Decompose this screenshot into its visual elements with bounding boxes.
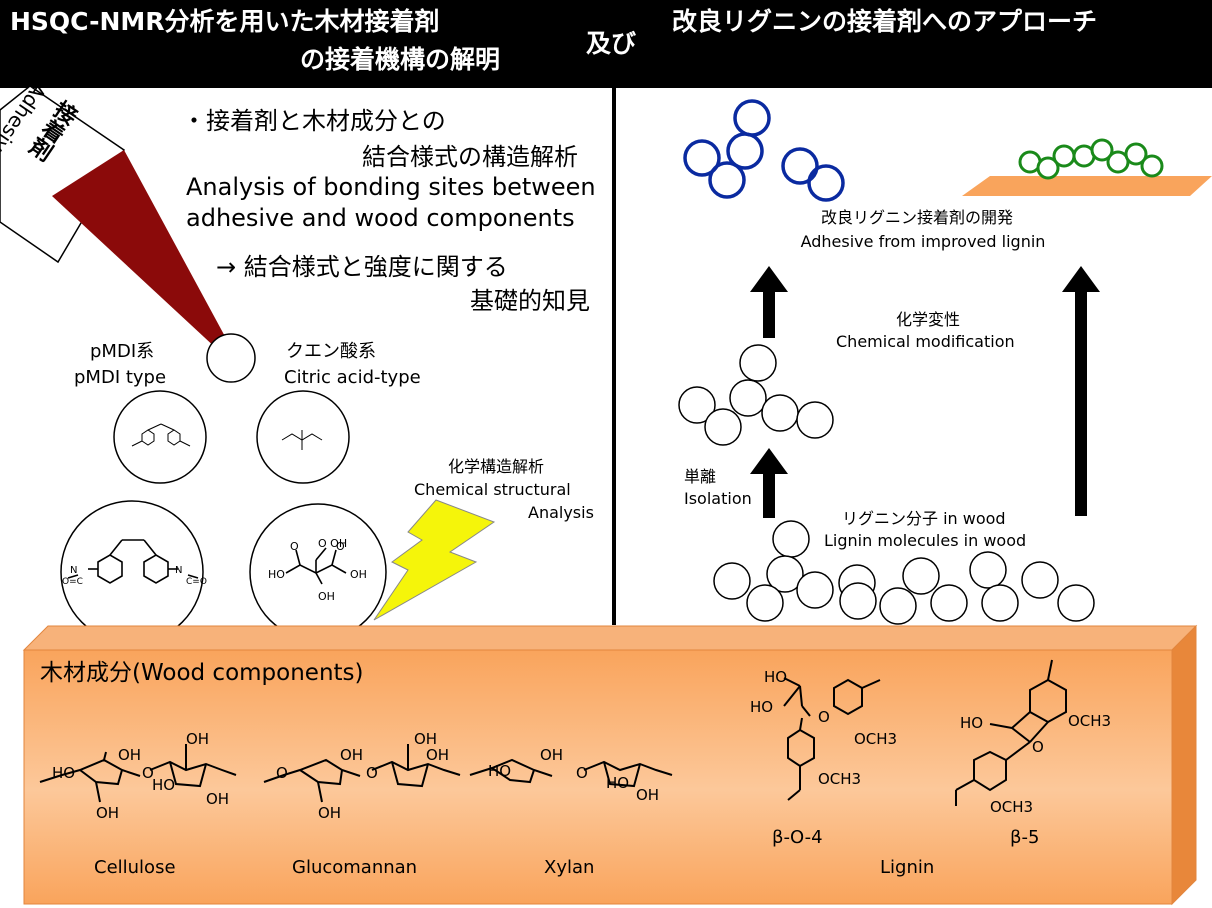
- pmdi-n-left: N: [70, 565, 77, 576]
- result-ja-line1: → 結合様式と強度に関する: [216, 253, 508, 281]
- lignin-bo4-ho-2: HO: [750, 698, 773, 716]
- pmdi-small-circle: [113, 390, 207, 484]
- cellulose-structure: [39, 744, 237, 803]
- lignin-bo4-o: O: [818, 708, 830, 726]
- lignin-bo4-ho-1: HO: [764, 668, 787, 686]
- pmdi-label-ja: pMDI系: [90, 341, 155, 362]
- lignin-bo4-structure: [783, 677, 881, 801]
- component-xylan: Xylan: [544, 857, 595, 878]
- citric-oh-bottom: OH: [318, 590, 335, 603]
- pmdi-large-structure: [67, 539, 199, 584]
- orange-plate: [962, 176, 1212, 196]
- analysis-label-en1: Chemical structural: [414, 480, 571, 499]
- wood-box-title: 木材成分(Wood components): [40, 660, 364, 686]
- lignin-bo4-och3-2: OCH3: [818, 770, 861, 788]
- pmdi-small-structure: [131, 423, 191, 447]
- modification-label-en: Chemical modification: [836, 332, 1015, 351]
- improved-label-ja: 改良リグニン接着剤の開発: [820, 208, 1013, 227]
- blue-circle-cluster: [683, 99, 845, 202]
- bullet-ja-line1: ・接着剤と木材成分との: [182, 107, 446, 135]
- title-left-line2: の接着機構の解明: [300, 45, 501, 74]
- title-left-line1: HSQC-NMR分析を用いた木材接着剤: [10, 7, 440, 36]
- citric-oh-top: O OH: [318, 537, 347, 550]
- wood-box-top: [22, 625, 1198, 651]
- component-lignin: Lignin: [880, 857, 935, 878]
- glucomannan-oh-3: OH: [426, 746, 449, 764]
- citric-o-left: O: [290, 540, 299, 553]
- xylan-ho: HO: [488, 762, 511, 780]
- component-cellulose: Cellulose: [94, 857, 176, 878]
- xylan-structure: [469, 758, 673, 788]
- analysis-label-en2: Analysis: [528, 503, 594, 522]
- lignin-b5-ho: HO: [960, 714, 983, 732]
- citric-ho-left: HO: [268, 568, 285, 581]
- glucomannan-oh-2: OH: [414, 730, 437, 748]
- citric-small-circle: [256, 390, 350, 484]
- lignin-label-en: Lignin molecules in wood: [824, 531, 1027, 550]
- lignin-label-ja: リグニン分子 in wood: [842, 509, 1006, 528]
- title-and: 及び: [586, 29, 637, 58]
- bullet-ja-line2: 結合様式の構造解析: [362, 143, 578, 171]
- cellulose-oh-3: OH: [206, 790, 229, 808]
- title-right: 改良リグニンの接着剤へのアプローチ: [672, 7, 1098, 36]
- adhesive-drop-circle: [206, 333, 256, 383]
- citric-label-ja: クエン酸系: [286, 341, 376, 362]
- cellulose-oh-2: OH: [186, 730, 209, 748]
- arrow-modification: [750, 266, 788, 338]
- lightning-bolt: [373, 499, 496, 621]
- wood-lignin-circles: [713, 520, 1095, 625]
- xylan-oh-1: OH: [540, 746, 563, 764]
- component-glucomannan: Glucomannan: [292, 857, 418, 878]
- pmdi-label-en: pMDI type: [74, 367, 167, 388]
- cellulose-oh-4: OH: [96, 804, 119, 822]
- bullet-en-line1: Analysis of bonding sites between: [186, 173, 596, 201]
- arrow-direct: [1062, 266, 1100, 516]
- pmdi-nco-right: C=O: [186, 577, 207, 587]
- header-bar: [0, 0, 1212, 88]
- pmdi-nco-left: O=C: [62, 577, 83, 587]
- xylan-o: O: [576, 764, 588, 782]
- citric-small-structure: [281, 430, 323, 450]
- wood-box-front: [23, 649, 1173, 905]
- lignin-b5-och3-2: OCH3: [990, 798, 1033, 816]
- wood-box-side: [1171, 624, 1197, 906]
- lignin-bo4-och3-1: OCH3: [854, 730, 897, 748]
- result-ja-line2: 基礎的知見: [470, 287, 590, 315]
- green-circle-chain: [1018, 138, 1164, 180]
- citric-large-structure: [285, 547, 347, 585]
- modification-label-ja: 化学変性: [896, 310, 961, 329]
- glucomannan-o-left: O: [276, 764, 288, 782]
- citric-label-en: Citric acid-type: [284, 367, 421, 388]
- cellulose-ho: HO: [52, 764, 75, 782]
- lignin-unit-b5: β-5: [1010, 827, 1040, 848]
- adhesive-cone: [52, 150, 228, 350]
- adhesive-card: [0, 85, 126, 264]
- cellulose-ho-2: HO: [152, 776, 175, 794]
- glucomannan-oh-1: OH: [340, 746, 363, 764]
- glucomannan-o: O: [366, 764, 378, 782]
- lignin-b5-och3-1: OCH3: [1068, 712, 1111, 730]
- bullet-en-line2: adhesive and wood components: [186, 204, 575, 232]
- lignin-b5-o: O: [1032, 738, 1044, 756]
- citric-o-right: O: [336, 540, 345, 553]
- isolation-label-ja: 単離: [684, 467, 717, 486]
- cellulose-oh-1: OH: [118, 746, 141, 764]
- improved-label-en: Adhesive from improved lignin: [800, 232, 1046, 251]
- lignin-unit-bo4: β-O-4: [772, 827, 823, 848]
- pmdi-n-right: N: [175, 565, 182, 576]
- citric-oh-right: OH: [350, 568, 367, 581]
- cellulose-o: O: [142, 764, 154, 782]
- arrow-isolation: [750, 448, 788, 518]
- glucomannan-structure: [263, 744, 461, 803]
- glucomannan-oh-4: OH: [318, 804, 341, 822]
- xylan-ho-2: HO: [606, 774, 629, 792]
- xylan-oh-2: OH: [636, 786, 659, 804]
- lignin-b5-structure: [955, 659, 1067, 806]
- isolated-lignin-cluster: [678, 344, 834, 446]
- analysis-label-ja: 化学構造解析: [448, 457, 545, 476]
- isolation-label-en: Isolation: [684, 489, 752, 508]
